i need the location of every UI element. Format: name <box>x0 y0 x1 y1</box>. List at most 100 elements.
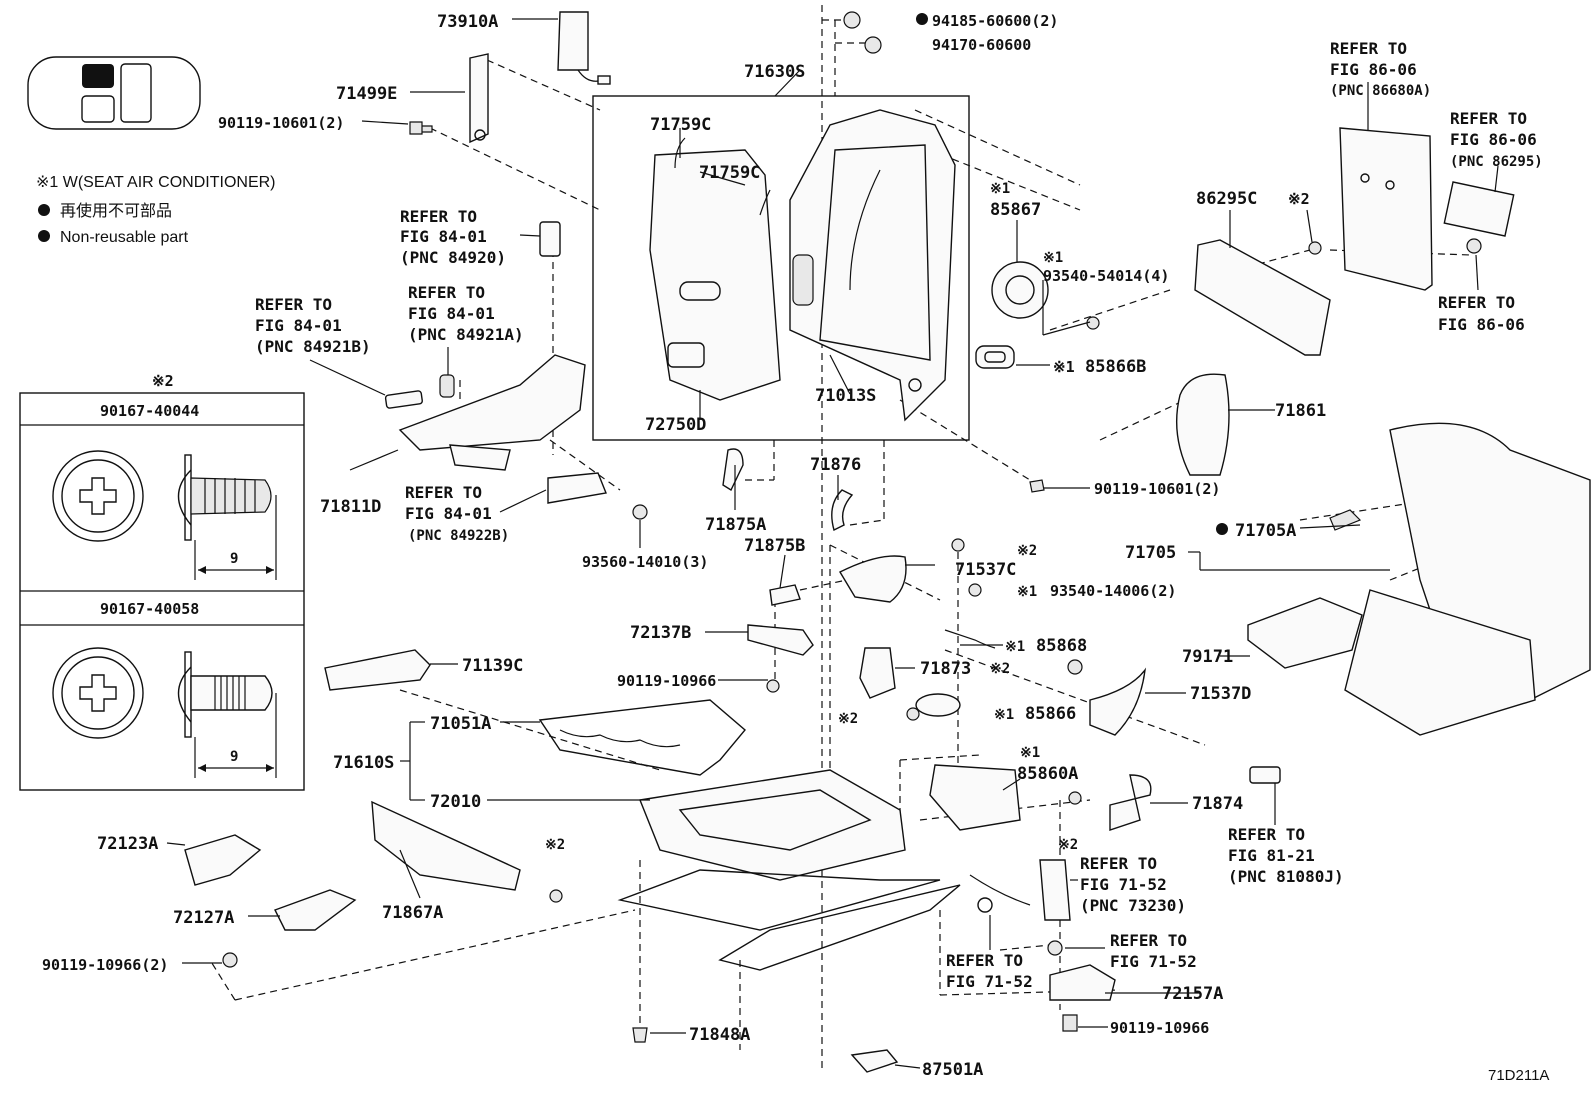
part-72127A-shape <box>274 889 357 931</box>
label-72010: 72010 <box>430 792 481 812</box>
part-72010-shape <box>639 769 906 881</box>
part-73910A-shape <box>557 11 589 71</box>
mark-85866B: ※1 <box>1053 358 1075 376</box>
fastener-dim-b: 9 <box>230 749 238 765</box>
screw-85866-icon <box>906 707 920 721</box>
refer-71-52-b: REFER TO FIG 71-52 <box>1110 931 1197 971</box>
fastener-table: ※2 90167-40044 90167-40058 9 <box>19 372 305 791</box>
part-71874-shape <box>1109 774 1152 831</box>
label-72137B: 72137B <box>630 623 691 643</box>
seatbelt-buckle-73230 <box>1039 859 1071 921</box>
fastener-table-mark: ※2 <box>152 372 174 390</box>
clip-a-drawing: 9 <box>52 450 277 580</box>
svg-text:REFER TO: REFER TO <box>255 295 332 314</box>
label-71874: 71874 <box>1192 794 1243 814</box>
filled-circle-icon <box>38 204 50 216</box>
refer-callouts: REFER TO FIG 86-06 (PNC 86680A) REFER TO… <box>255 39 1543 991</box>
buckle-anchor-icon <box>977 897 993 913</box>
mark-85867: ※1 <box>990 181 1010 197</box>
part-71499E-shape <box>469 53 489 144</box>
label-71705: 71705 <box>1125 543 1176 563</box>
mark-85868: ※1 <box>1005 639 1025 655</box>
label-90119-10966-a: 90119-10966 <box>617 672 716 690</box>
label-71861: 71861 <box>1275 401 1326 421</box>
mark-71537C: ※2 <box>1017 543 1037 559</box>
assembly-lines <box>209 5 1531 1070</box>
seat-track-shape <box>617 869 941 931</box>
screw-93540-icon <box>1086 316 1100 330</box>
mark-71874: ※2 <box>1058 837 1078 853</box>
label-90119-10966-2: 90119-10966(2) <box>42 956 168 974</box>
refer-86680A: REFER TO FIG 86-06 (PNC 86680A) <box>1330 39 1431 99</box>
part-71013S-shape <box>789 109 956 422</box>
label-90119-10966-b: 90119-10966 <box>1110 1019 1209 1037</box>
mark-93540-14006: ※1 <box>1017 584 1037 600</box>
bolt-90119-10966-b-icon <box>1062 1014 1078 1032</box>
screw-71537D-icon <box>1067 659 1083 675</box>
svg-text:(PNC 86295): (PNC 86295) <box>1450 154 1543 170</box>
screw-71867A-icon <box>549 889 563 903</box>
label-71848A: 71848A <box>689 1025 750 1045</box>
part-87501A-shape <box>850 1049 899 1073</box>
label-71875A: 71875A <box>705 515 766 535</box>
part-85867-shape <box>991 261 1049 319</box>
refer-81080J: REFER TO FIG 81-21 (PNC 81080J) <box>1228 825 1344 886</box>
label-71051A: 71051A <box>430 714 491 734</box>
label-71139C: 71139C <box>462 656 523 676</box>
bolt-90119-mid-icon <box>1029 479 1045 493</box>
svg-text:(PNC 73230): (PNC 73230) <box>1080 896 1186 915</box>
part-85866-shape <box>915 693 961 717</box>
mark-71867A: ※2 <box>545 837 565 853</box>
svg-text:(PNC 84922B): (PNC 84922B) <box>408 528 509 544</box>
screw-93560-icon <box>632 504 648 520</box>
legend-non-reusable-en: Non-reusable part <box>60 229 189 246</box>
nut-94185-icon <box>843 11 861 29</box>
label-71811D: 71811D <box>320 497 381 517</box>
part-71875B-shape <box>769 584 801 606</box>
svg-text:FIG 71-52: FIG 71-52 <box>1110 952 1197 971</box>
switch-knob-84921A <box>439 374 455 398</box>
label-71876: 71876 <box>810 455 861 475</box>
label-94170-60600: 94170-60600 <box>932 36 1031 54</box>
svg-text:FIG 71-52: FIG 71-52 <box>946 972 1033 991</box>
fastener-part-b: 90167-40058 <box>100 600 199 618</box>
fastener-dim-a: 9 <box>230 551 238 567</box>
part-72750D-shape <box>649 149 781 401</box>
refer-86295: REFER TO FIG 86-06 (PNC 86295) <box>1450 109 1543 170</box>
svg-text:REFER TO: REFER TO <box>408 283 485 302</box>
screw-71874-icon <box>1068 791 1082 805</box>
label-85866: 85866 <box>1025 704 1076 724</box>
label-71759C-b: 71759C <box>699 163 760 183</box>
legend-seat-air-conditioner: ※1 W(SEAT AIR CONDITIONER) <box>36 174 276 191</box>
part-72137B-shape <box>747 624 814 656</box>
svg-text:FIG 86-06: FIG 86-06 <box>1330 60 1417 79</box>
svg-text:REFER TO: REFER TO <box>405 483 482 502</box>
figure-code: 71D211A <box>1488 1067 1549 1084</box>
label-87501A: 87501A <box>922 1060 983 1080</box>
svg-text:REFER TO: REFER TO <box>1228 825 1305 844</box>
svg-text:FIG 84-01: FIG 84-01 <box>255 316 342 335</box>
part-86295-shape <box>1443 181 1515 237</box>
label-86295C: 86295C <box>1196 189 1257 209</box>
svg-text:FIG 86-06: FIG 86-06 <box>1450 130 1537 149</box>
label-90119-10601-top: 90119-10601(2) <box>218 114 344 132</box>
part-71537D-shape <box>1089 667 1147 736</box>
label-85868: 85868 <box>1036 636 1087 656</box>
svg-text:REFER TO: REFER TO <box>1330 39 1407 58</box>
refer-84921A: REFER TO FIG 84-01 (PNC 84921A) <box>408 283 524 344</box>
label-72123A: 72123A <box>97 834 158 854</box>
svg-text:FIG 84-01: FIG 84-01 <box>405 504 492 523</box>
label-71705A: 71705A <box>1235 521 1296 541</box>
svg-text:REFER TO: REFER TO <box>1450 109 1527 128</box>
label-71630S: 71630S <box>744 62 805 82</box>
fastener-part-a: 90167-40044 <box>100 402 199 420</box>
part-71051A-shape <box>538 699 746 776</box>
non-reusable-bullet-icon <box>916 13 928 25</box>
label-93540-14006: 93540-14006(2) <box>1050 582 1176 600</box>
part-72123A-shape <box>184 834 262 886</box>
label-72127A: 72127A <box>173 908 234 928</box>
seatback-frame-group-box <box>592 95 970 441</box>
label-85866B: 85866B <box>1085 357 1146 377</box>
